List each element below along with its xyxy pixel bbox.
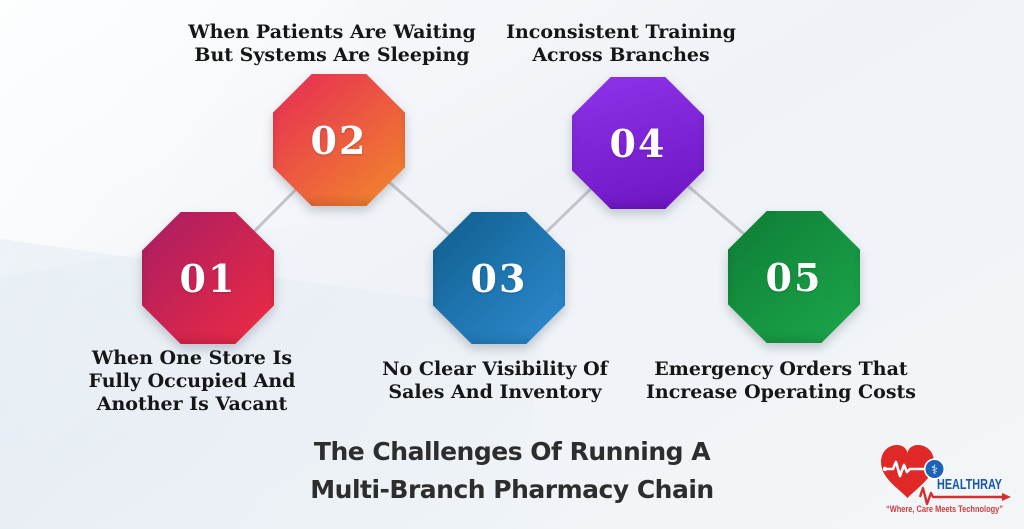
label-line: No Clear Visibility Of — [382, 358, 608, 380]
step-octagon-01: 01 — [142, 212, 274, 344]
step-number: 02 — [310, 117, 368, 163]
step-label-02: When Patients Are Waiting But Systems Ar… — [188, 21, 476, 67]
octagon-shape: 05 — [728, 211, 860, 343]
title-line: The Challenges Of Running A — [313, 437, 711, 466]
step-label-03: No Clear Visibility Of Sales And Invento… — [382, 358, 608, 404]
label-line: When Patients Are Waiting — [188, 21, 476, 43]
label-line: Sales And Inventory — [388, 381, 602, 404]
title-line: Multi-Branch Pharmacy Chain — [310, 474, 714, 504]
logo-tagline: “Where, Care Meets Technology” — [886, 504, 1003, 515]
label-line: Another Is Vacant — [96, 393, 288, 416]
octagon-shape: 02 — [273, 74, 405, 206]
medical-circle-icon — [923, 458, 946, 480]
label-line: Inconsistent Training — [506, 21, 736, 43]
step-label-04: Inconsistent Training Across Branches — [506, 21, 736, 67]
step-number: 03 — [470, 255, 528, 301]
label-line: Fully Occupied And — [88, 370, 296, 393]
step-octagon-03: 03 — [433, 212, 565, 344]
page-title: The Challenges Of Running A Multi-Branch… — [310, 433, 714, 508]
logo-brand-text: HEALTHRAY — [937, 476, 1002, 493]
caduceus-icon: ⚕ — [931, 463, 938, 478]
octagon-shape: 01 — [142, 212, 274, 344]
step-number: 05 — [765, 254, 823, 300]
logo-pulse-line — [918, 486, 1002, 506]
healthray-logo: ⚕ HEALTHRAY “Where, Care Meets Technolog… — [881, 445, 1011, 515]
logo-pulse-arrow — [1002, 493, 1011, 501]
octagon-shape: 03 — [433, 212, 565, 344]
step-number: 04 — [609, 120, 667, 166]
label-line: When One Store Is — [91, 347, 293, 369]
octagon-shape: 04 — [572, 77, 704, 209]
step-number: 01 — [179, 255, 237, 301]
heart-ekg-line — [883, 460, 927, 478]
label-line: Increase Operating Costs — [646, 381, 916, 404]
step-octagon-02: 02 — [273, 74, 405, 206]
label-line: Emergency Orders That — [654, 358, 908, 380]
step-octagon-04: 04 — [572, 77, 704, 209]
step-octagon-05: 05 — [728, 211, 860, 343]
label-line: Across Branches — [532, 44, 710, 67]
step-label-01: When One Store Is Fully Occupied And Ano… — [89, 347, 296, 417]
step-label-05: Emergency Orders That Increase Operating… — [646, 358, 916, 404]
label-line: But Systems Are Sleeping — [194, 44, 470, 67]
